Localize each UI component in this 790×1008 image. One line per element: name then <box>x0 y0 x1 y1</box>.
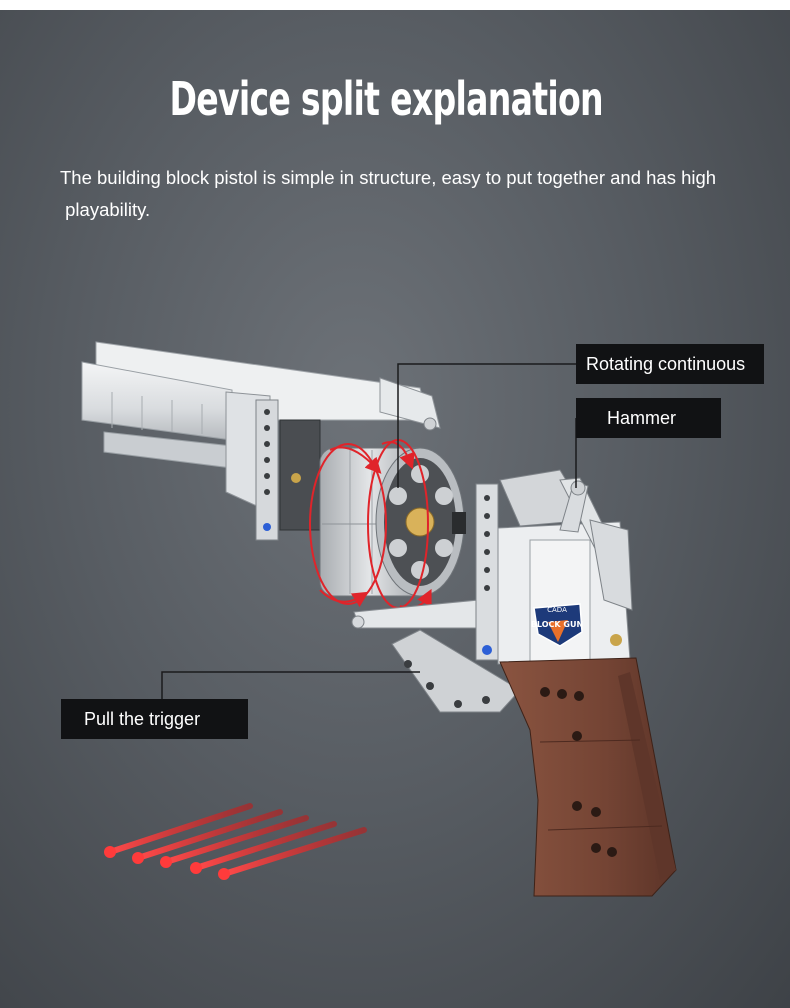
bullet <box>218 827 367 880</box>
trigger-linkage <box>391 629 521 713</box>
top-band <box>0 0 790 10</box>
grip <box>499 657 677 897</box>
badge-text: BLOCK GUN <box>531 620 583 629</box>
badge-top-text: CADA <box>547 606 567 614</box>
bullet <box>132 809 283 864</box>
hammer <box>559 480 589 533</box>
bullet <box>104 803 253 858</box>
block-gun-badge: CADA BLOCK GUN <box>531 603 583 647</box>
bullet <box>160 815 309 868</box>
callout-hammer: Hammer <box>576 398 721 438</box>
leader-line-trigger <box>161 671 420 699</box>
page-title: Device split explanation <box>169 72 603 126</box>
bullets <box>104 803 367 880</box>
description-line-1: The building block pistol is simple in s… <box>60 167 717 188</box>
cylinder <box>319 447 466 597</box>
description: The building block pistol is simple in s… <box>60 162 750 226</box>
callout-pull-the-trigger: Pull the trigger <box>61 699 248 739</box>
leader-line-rotating <box>397 363 576 488</box>
bullet <box>190 821 337 874</box>
callout-rotating-continuous: Rotating continuous <box>576 344 764 384</box>
barrel <box>81 341 441 541</box>
description-line-2: playability. <box>60 199 151 220</box>
